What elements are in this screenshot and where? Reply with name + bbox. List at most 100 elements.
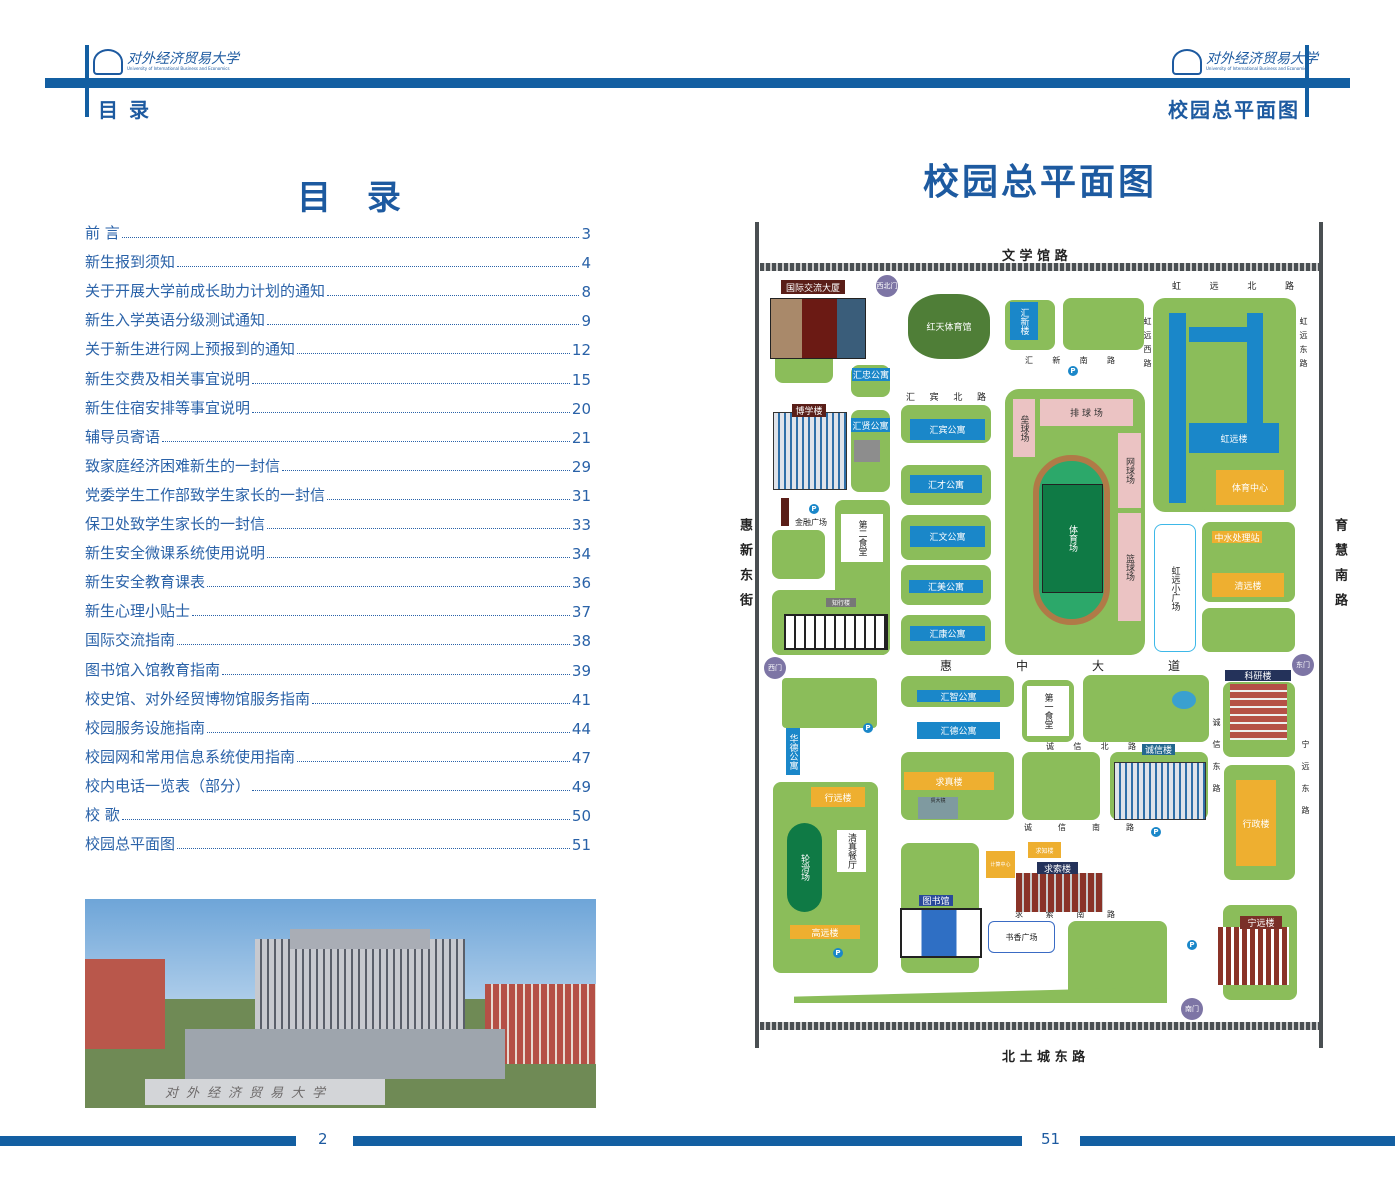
boxue-building[interactable]	[773, 412, 847, 490]
intl-exchange-building[interactable]	[770, 298, 866, 359]
gaoyuan-building[interactable]: 高远楼	[790, 925, 860, 939]
qiusuo-building[interactable]	[1016, 873, 1103, 912]
gym[interactable]: 红天体育馆	[908, 294, 990, 359]
shuxiang-square[interactable]: 书香广场	[988, 921, 1055, 953]
canteen-1[interactable]: 第一食堂	[1027, 686, 1069, 736]
section-label-right: 校园总平面图	[1168, 98, 1300, 122]
parking-icon: P	[833, 948, 843, 958]
finance-square[interactable]: 金融广场	[795, 518, 827, 527]
map-decoration	[755, 222, 759, 1048]
huizhong-dorm[interactable]: 汇忠公寓	[852, 368, 890, 381]
toc-entry-label: 前 言	[85, 224, 120, 243]
parking-icon: P	[1187, 940, 1197, 950]
huiwen-dorm[interactable]: 汇文公寓	[910, 526, 985, 547]
road-bottom: 北 土 城 东 路	[1002, 1050, 1086, 1065]
toc-leader-dots	[252, 382, 570, 384]
water-treatment-station[interactable]: 中水处理站	[1212, 531, 1262, 544]
softball-field[interactable]: 垒球场	[1013, 399, 1035, 457]
toc-leader-dots	[121, 818, 570, 820]
qiuzhen-building[interactable]: 求真楼	[904, 772, 994, 790]
huicai-dorm[interactable]: 汇才公寓	[910, 475, 982, 493]
tennis-court[interactable]: 网球场	[1118, 433, 1141, 508]
toc-entry-label: 校园服务设施指南	[85, 718, 206, 737]
toc-entry-label: 新生报到须知	[85, 253, 176, 272]
library-building[interactable]	[900, 908, 982, 958]
toc-entry[interactable]: 校内电话一览表（部分）49	[85, 767, 591, 796]
toc-leader-dots	[297, 760, 570, 762]
hongyuan-building[interactable]: 虹远楼	[1189, 423, 1279, 453]
huibin-dorm[interactable]: 汇宾公寓	[910, 419, 985, 440]
toc-leader-dots	[267, 324, 580, 326]
toc-entry-page: 38	[571, 632, 591, 651]
zhixing-building[interactable]	[784, 614, 888, 650]
keyan-building[interactable]	[1230, 684, 1287, 740]
road-hongyuan-xi: 虹远西路	[1143, 317, 1152, 373]
map-decoration	[1169, 313, 1186, 503]
volleyball-court[interactable]: 排 球 场	[1040, 399, 1133, 426]
xingyuan-building[interactable]: 行远楼	[811, 787, 865, 807]
map-decoration	[781, 498, 789, 526]
toc-leader-dots	[252, 789, 570, 791]
halal-restaurant[interactable]: 清真餐厅	[837, 830, 866, 872]
toc-entry-page: 29	[571, 457, 591, 476]
huide-dorm[interactable]: 汇德公寓	[917, 722, 1000, 739]
qingyuan-building[interactable]: 清远楼	[1212, 573, 1284, 597]
chengxin-building[interactable]	[1114, 762, 1206, 820]
ningyuan-building[interactable]	[1218, 927, 1289, 985]
qiuzhi-building[interactable]: 求知楼	[1028, 842, 1061, 858]
toc-title: 目 录	[297, 178, 413, 218]
logo-english: University of International Business and…	[1206, 66, 1309, 71]
xingzheng-building[interactable]: 行政楼	[1236, 780, 1276, 866]
gate-northwest[interactable]: 西北门	[876, 275, 898, 297]
label-zhixing: 知行楼	[826, 598, 856, 607]
toc-entry-page: 50	[571, 806, 591, 825]
basketball-court[interactable]: 篮球场	[1118, 513, 1141, 621]
huade-dorm[interactable]: 华德公寓	[786, 728, 800, 775]
skating-rink[interactable]: 轮滑场	[787, 823, 822, 912]
huikang-dorm[interactable]: 汇康公寓	[910, 626, 985, 641]
road-top: 文 学 馆 路	[1002, 249, 1068, 264]
toc-entry-label: 新生心理小贴士	[85, 602, 191, 621]
canteen-2[interactable]: 第二食堂	[841, 514, 883, 562]
toc-entry-label: 保卫处致学生家长的一封信	[85, 515, 266, 534]
page-number-left: 2	[318, 1130, 328, 1148]
road-qiusuo-nan: 求索南路	[1015, 910, 1115, 919]
toc-entry-label: 新生住宿安排等事宜说明	[85, 398, 251, 417]
huizhi-dorm[interactable]: 汇智公寓	[917, 690, 1000, 703]
huixian-dorm[interactable]: 汇贤公寓	[851, 418, 890, 432]
map-title: 校园总平面图	[922, 162, 1157, 203]
gate-south[interactable]: 南门	[1181, 998, 1203, 1020]
huixin-building[interactable]: 汇新楼	[1010, 302, 1038, 340]
gate-east[interactable]: 东门	[1292, 654, 1314, 676]
lawn-area	[1202, 608, 1295, 652]
hongyuan-square[interactable]: 虹远小广场	[1154, 524, 1196, 652]
toc-entry-label: 新生入学英语分级测试通知	[85, 311, 266, 330]
toc-entry-page: 47	[571, 748, 591, 767]
toc-entry-label: 校史馆、对外经贸博物馆服务指南	[85, 689, 311, 708]
sports-center[interactable]: 体育中心	[1216, 470, 1284, 505]
computing-center[interactable]: 计算中心	[986, 851, 1015, 878]
huimei-dorm[interactable]: 汇美公寓	[909, 580, 983, 593]
gate-west[interactable]: 西门	[764, 657, 786, 679]
